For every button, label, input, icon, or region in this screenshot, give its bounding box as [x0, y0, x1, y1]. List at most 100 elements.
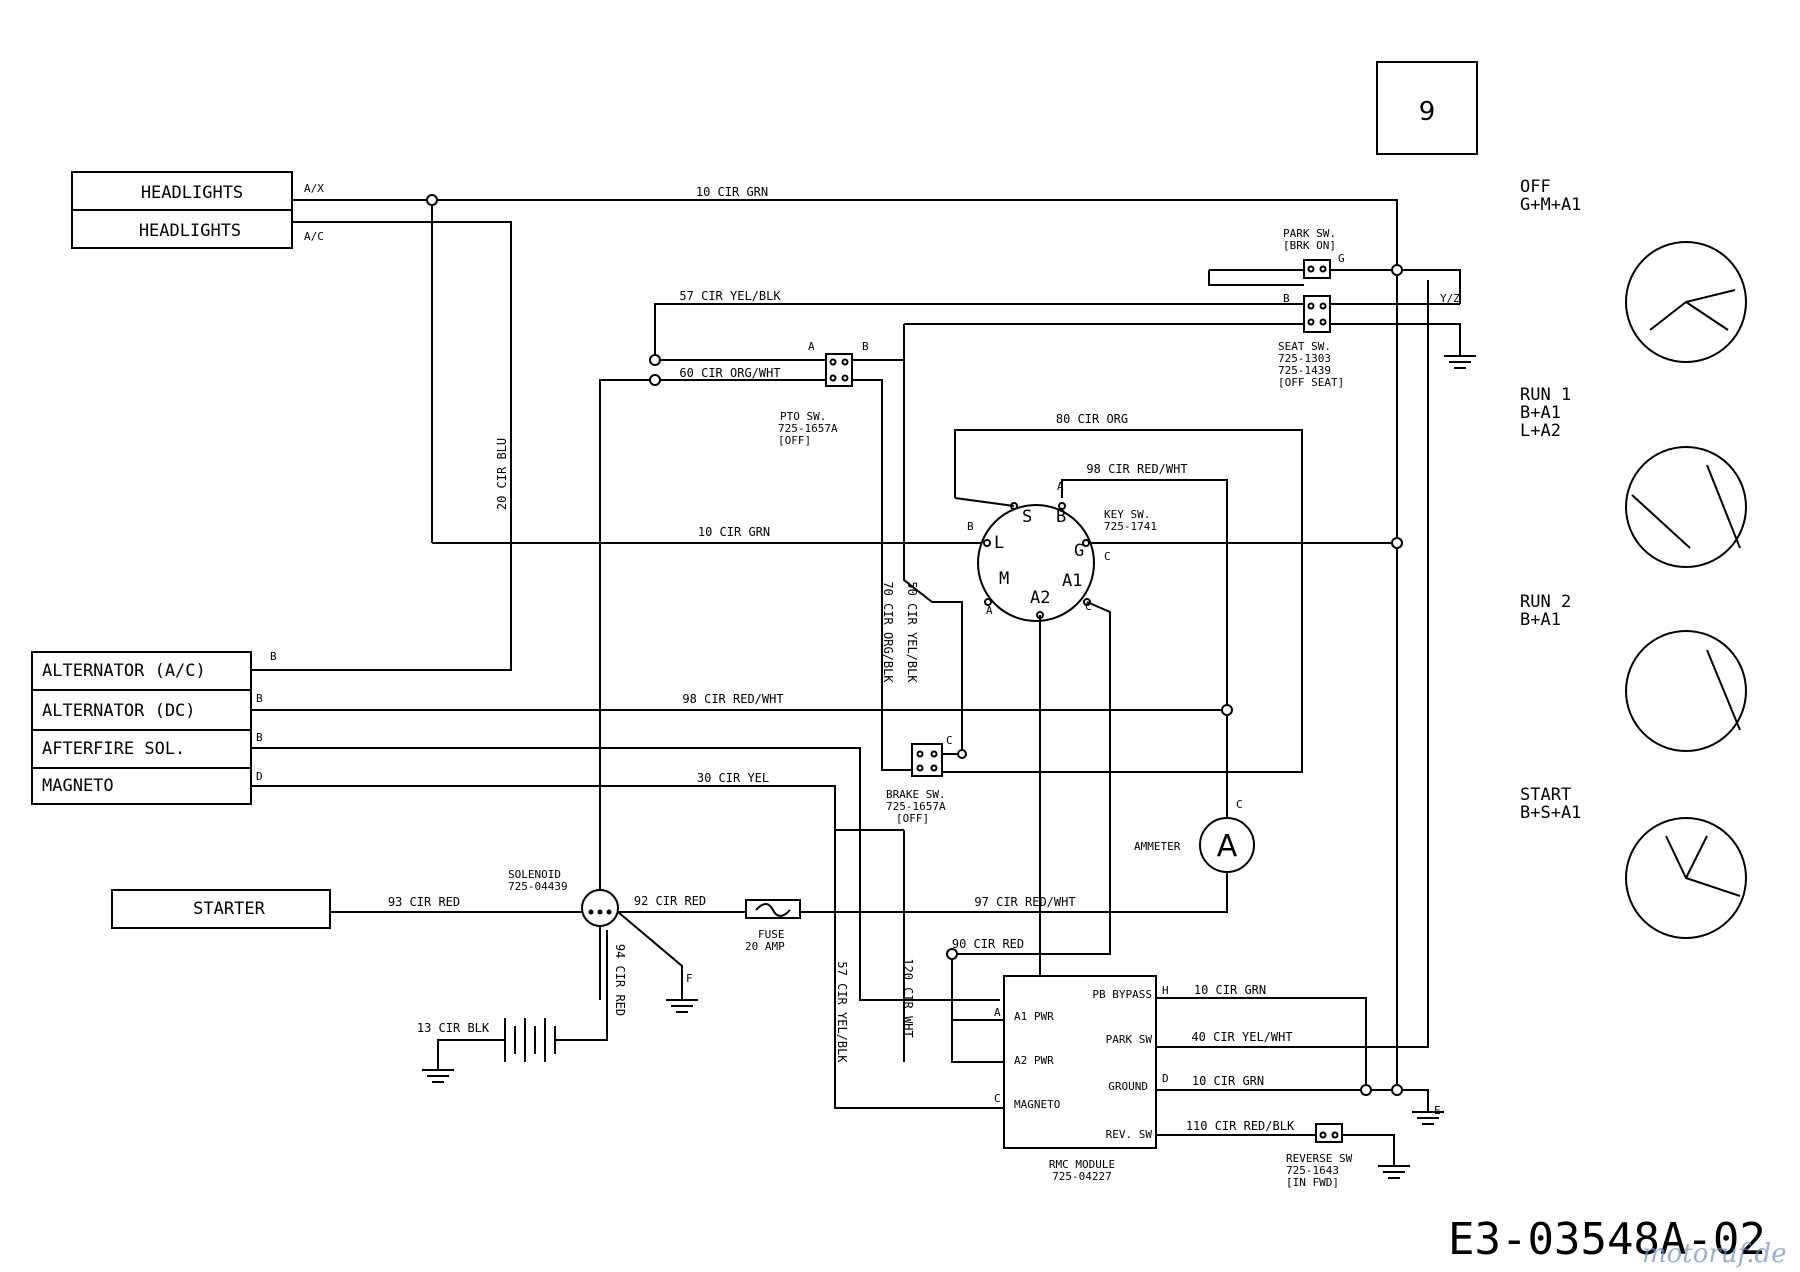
- ammeter-pin-c: C: [1236, 798, 1243, 811]
- ammeter-symbol: A: [1217, 829, 1238, 864]
- key-pin-a-m: A: [986, 604, 993, 617]
- battery-ground-symbol: [422, 1069, 454, 1083]
- junction-nodes: [426, 194, 1403, 1096]
- fuse: FUSE 20 AMP: [745, 899, 801, 953]
- wire-94-red: 94 CIR RED: [613, 944, 627, 1016]
- wire-90-red: 90 CIR RED: [952, 937, 1024, 951]
- wire-13-blk: 13 CIR BLK: [417, 1021, 490, 1035]
- fuse-label-2: 20 AMP: [745, 940, 785, 953]
- wire-97-redwht: 97 CIR RED/WHT: [974, 895, 1075, 909]
- solenoid-ground-symbol: [666, 999, 698, 1013]
- ammeter: A AMMETER C: [1134, 710, 1255, 873]
- pto-pin-b: B: [862, 340, 869, 353]
- alternator-dc-label: ALTERNATOR (DC): [42, 701, 196, 721]
- pos-run2-name: RUN 2: [1520, 592, 1571, 612]
- rmc-input-a: A: [994, 1006, 1001, 1019]
- magneto-label: MAGNETO: [42, 776, 114, 796]
- wire-60-orgwht: 60 CIR ORG/WHT: [679, 366, 780, 380]
- reverse-sw-label-1: REVERSE SW: [1286, 1152, 1353, 1165]
- ammeter-label: AMMETER: [1134, 840, 1181, 853]
- key-terminal-b: B: [1056, 507, 1066, 527]
- wire-50-yelblk: 50 CIR YEL/BLK: [905, 581, 919, 683]
- ground-pin-e: E: [1434, 1104, 1441, 1117]
- park-sw-label-1: PARK SW.: [1283, 227, 1336, 240]
- key-pin-b-l: B: [967, 520, 974, 533]
- rmc-label-1: RMC MODULE: [1049, 1158, 1115, 1171]
- seat-yz-pin: Y/Z: [1440, 292, 1460, 305]
- pos-off-combo: G+M+A1: [1520, 195, 1581, 215]
- rmc-pin-a2-pwr: A2 PWR: [1014, 1054, 1054, 1067]
- pos-run1-combo2: L+A2: [1520, 421, 1561, 441]
- key-terminal-l: L: [994, 533, 1004, 553]
- wire-110-redblk: 110 CIR RED/BLK: [1186, 1119, 1295, 1133]
- solenoid-label-1: SOLENOID: [508, 868, 561, 881]
- rmc-pin-park-sw: PARK SW: [1106, 1033, 1153, 1046]
- wire-98-redwht-mid: 98 CIR RED/WHT: [682, 692, 783, 706]
- rmc-pin-ground: GROUND: [1108, 1080, 1148, 1093]
- seat-sw-label-2: 725-1303: [1278, 352, 1331, 365]
- afterfire-pin: B: [256, 731, 263, 744]
- wire-92-red: 92 CIR RED: [634, 894, 706, 908]
- pto-switch: A B PTO SW. 725-1657A [OFF]: [778, 340, 869, 447]
- key-pin-a-b: A: [1057, 480, 1064, 493]
- wire-93-red: 93 CIR RED: [388, 895, 460, 909]
- page-number-box: [1376, 61, 1478, 155]
- pto-sw-label-1: PTO SW.: [780, 410, 826, 423]
- key-switch: S B L G M A2 A1 B A C A C KEY SW. 725-17…: [967, 480, 1157, 622]
- wire-10-grn-h: 10 CIR GRN: [1194, 983, 1266, 997]
- pos-start-name: START: [1520, 785, 1571, 805]
- reverse-ground-symbol: [1378, 1165, 1410, 1179]
- key-position-off: OFF G+M+A1: [1520, 177, 1747, 363]
- solenoid-label-2: 725-04439: [508, 880, 568, 893]
- key-pin-c-a1: C: [1085, 600, 1092, 613]
- alternator-ac-label: ALTERNATOR (A/C): [42, 661, 206, 681]
- rmc-input-c: C: [994, 1092, 1001, 1105]
- pos-run2-combo: B+A1: [1520, 610, 1561, 630]
- pos-start-combo: B+S+A1: [1520, 803, 1581, 823]
- key-sw-label-1: KEY SW.: [1104, 508, 1150, 521]
- pos-run1-combo: B+A1: [1520, 403, 1561, 423]
- key-terminal-m: M: [999, 569, 1009, 589]
- wire-120-wht: 120 CIR WHT: [901, 958, 915, 1037]
- headlights-dc-pin: A/C: [304, 230, 324, 243]
- rmc-out-h: H: [1162, 984, 1169, 997]
- wire-10-grn-mid: 10 CIR GRN: [698, 525, 770, 539]
- wire-30-yel: 30 CIR YEL: [697, 771, 769, 785]
- pos-run1-name: RUN 1: [1520, 385, 1571, 405]
- headlights-block: HEADLIGHTS HEADLIGHTS A/X A/C: [71, 171, 324, 249]
- park-sw-label-2: [BRK ON]: [1283, 239, 1336, 252]
- headlights-dc-label: HEADLIGHTS: [139, 221, 241, 241]
- brake-switch: C BRAKE SW. 725-1657A [OFF]: [886, 734, 967, 825]
- solenoid: SOLENOID 725-04439: [508, 868, 619, 927]
- starter-label: STARTER: [193, 899, 265, 919]
- magneto-pin: D: [256, 770, 263, 783]
- seat-ground-symbol: [1444, 340, 1476, 369]
- watermark: motoruf.de: [1642, 1239, 1787, 1269]
- pos-off-name: OFF: [1520, 177, 1551, 197]
- key-sw-label-2: 725-1741: [1104, 520, 1157, 533]
- brake-pin-c: C: [946, 734, 953, 747]
- seat-sw-label-4: [OFF SEAT]: [1278, 376, 1344, 389]
- pto-sw-label-2: 725-1657A: [778, 422, 838, 435]
- battery: [504, 1018, 556, 1062]
- drawing-number: E3-03548A-02: [1448, 1214, 1766, 1265]
- wire-40-yelwht: 40 CIR YEL/WHT: [1191, 1030, 1292, 1044]
- rmc-pin-rev-sw: REV. SW: [1106, 1128, 1153, 1141]
- key-terminal-a2: A2: [1030, 588, 1050, 608]
- starter-block: STARTER: [111, 889, 331, 929]
- seat-sw-label-3: 725-1439: [1278, 364, 1331, 377]
- rmc-ground-symbol: [1412, 1111, 1444, 1125]
- rmc-module: PB BYPASS PARK SW GROUND REV. SW A1 PWR …: [994, 975, 1157, 1183]
- wire-57-yelblk-top: 57 CIR YEL/BLK: [679, 289, 781, 303]
- pto-sw-label-3: [OFF]: [778, 434, 811, 447]
- park-sw-pin-g: G: [1338, 252, 1345, 265]
- headlights-ac-pin: A/X: [304, 182, 324, 195]
- seat-switch: B SEAT SW. 725-1303 725-1439 [OFF SEAT]: [1278, 292, 1344, 389]
- rmc-pin-magneto: MAGNETO: [1014, 1098, 1060, 1111]
- reverse-sw-label-3: [IN FWD]: [1286, 1176, 1339, 1189]
- key-terminal-a1: A1: [1062, 571, 1082, 591]
- solenoid-pin-f: F: [686, 972, 693, 985]
- rmc-label-2: 725-04227: [1052, 1170, 1112, 1183]
- page-number: 9: [1419, 97, 1436, 127]
